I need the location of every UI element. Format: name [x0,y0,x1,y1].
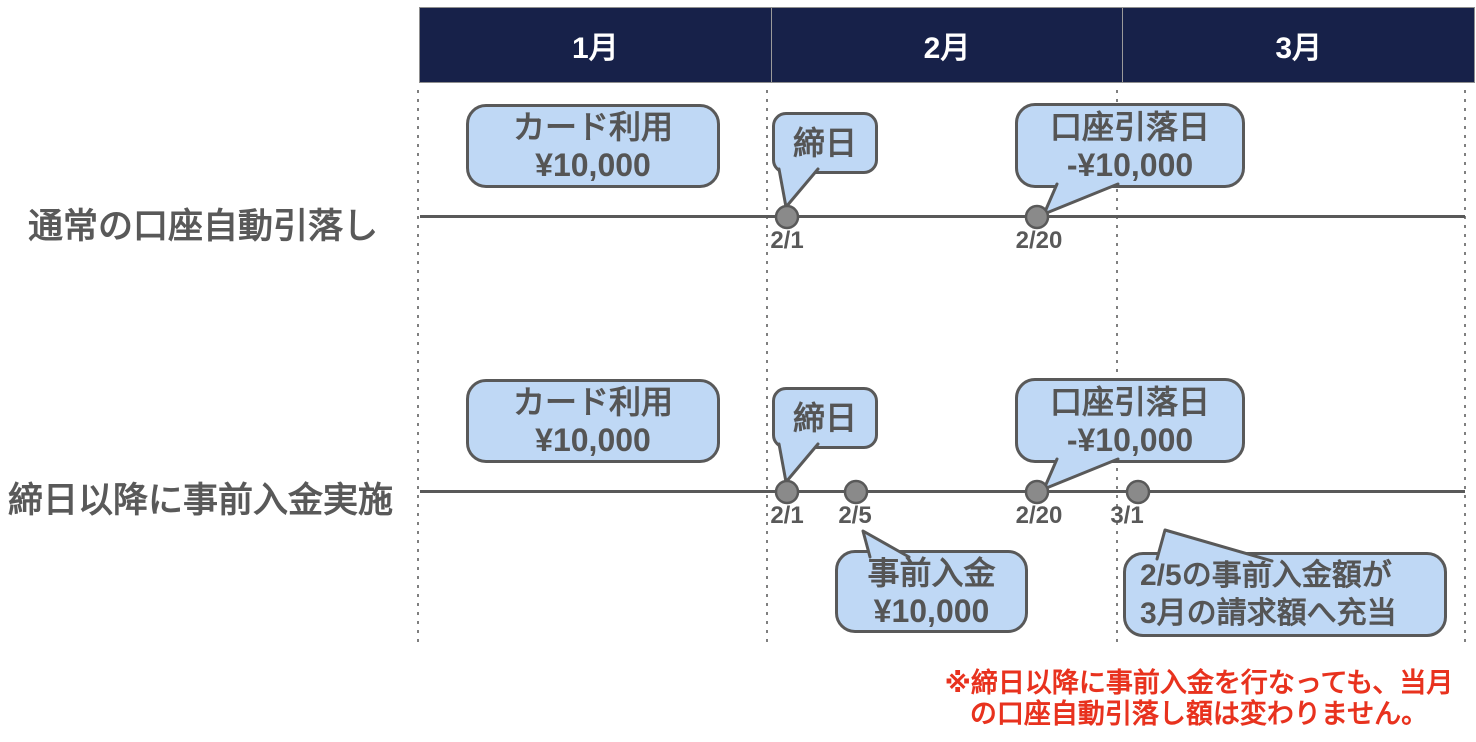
month-boundary-dotted-line [1116,90,1118,646]
card-usage-title: カード利用 [512,384,673,420]
row2-closing-callout-tail [777,442,820,484]
month-cell-january: 1月 [420,8,772,82]
card-usage-amount: ¥10,000 [535,147,651,183]
month-label: 1月 [571,32,619,65]
row1-debit-date-callout: 口座引落日 -¥10,000 [1015,103,1245,188]
footnote-line2: の口座自動引落し額は変わりません。 [969,699,1429,729]
row2-label: 締日以降に事前入金実施 [8,481,394,520]
month-cell-february: 2月 [772,8,1124,82]
footnote-line1: ※締日以降に事前入金を行なっても、当月 [944,668,1454,698]
row1-timeline [420,215,1465,218]
row2-timeline [420,490,1465,493]
row2-card-usage-callout: カード利用 ¥10,000 [466,379,720,463]
month-boundary-dotted-line [417,90,419,646]
row1-closing-date-callout: 締日 [772,112,878,174]
month-label: 3月 [1275,32,1323,65]
row1-debit-callout-tail [1042,182,1120,216]
row2-closing-date-callout: 締日 [772,387,878,449]
month-header-bar: 1月 2月 3月 [419,7,1475,83]
row1-date-2-20: 2/20 [1015,227,1063,254]
charge-note-line2: 3月の請求額へ充当 [1140,596,1397,630]
month-cell-march: 3月 [1123,8,1474,82]
row2-advance-deposit-callout: 事前入金 ¥10,000 [835,550,1028,633]
card-usage-title: カード利用 [512,109,673,145]
card-usage-amount: ¥10,000 [535,422,651,458]
row1-label: 通常の口座自動引落し [28,207,379,246]
row2-date-3-1: 3/1 [1110,502,1144,529]
advance-deposit-title: 事前入金 [867,554,996,591]
advance-deposit-amount: ¥10,000 [873,592,990,629]
charge-note-line1: 2/5の事前入金額が [1140,558,1392,592]
closing-date-label: 締日 [792,400,857,436]
debit-date-amount: -¥10,000 [1066,146,1194,183]
row2-debit-callout-tail [1042,457,1120,491]
closing-date-label: 締日 [792,125,857,161]
month-boundary-dotted-line [766,90,768,646]
debit-date-title: 口座引落日 [1049,383,1210,420]
row2-debit-date-callout: 口座引落日 -¥10,000 [1015,378,1245,463]
row2-charge-applied-callout: 2/5の事前入金額が 3月の請求額へ充当 [1123,552,1447,637]
row2-date-2-1: 2/1 [770,502,804,529]
row2-date-2-5: 2/5 [838,502,872,529]
debit-date-title: 口座引落日 [1049,108,1210,145]
row1-closing-callout-tail [777,167,820,209]
debit-date-amount: -¥10,000 [1066,421,1194,458]
month-boundary-dotted-line [1464,90,1466,646]
row1-date-2-1: 2/1 [770,227,804,254]
row2-date-2-20: 2/20 [1015,502,1063,529]
month-label: 2月 [923,32,971,65]
row1-card-usage-callout: カード利用 ¥10,000 [466,104,720,188]
red-footnote: ※締日以降に事前入金を行なっても、当月 の口座自動引落し額は変わりません。 [935,668,1463,730]
